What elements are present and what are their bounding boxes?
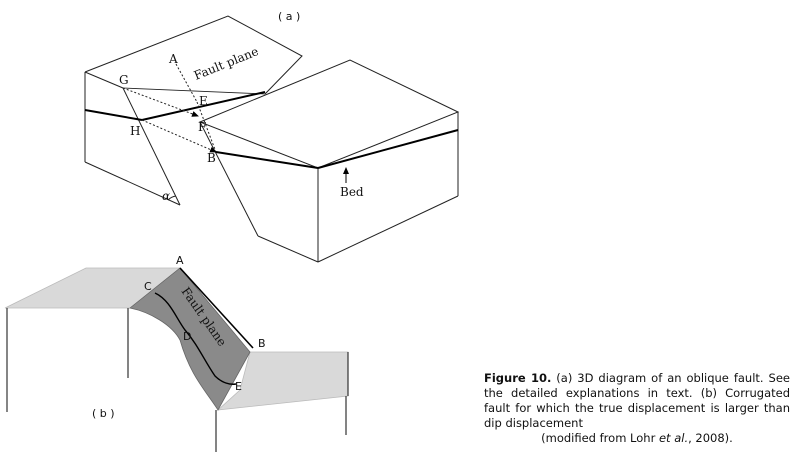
footwall-block [84,15,303,206]
caption-label: Figure 10. [484,371,552,385]
fault-trace-corrugated [154,292,237,385]
fault-plane-surface [129,267,251,411]
bed-label: Bed [340,185,364,199]
point-b-a-label: A [176,254,184,267]
point-h-label: H [130,124,140,138]
caption-text: (a) 3D diagram of an oblique fault. See … [484,371,790,430]
bed-line [84,91,459,169]
point-f-label: F [198,120,206,134]
panel-a-label: ( a ) [278,10,300,23]
point-b-b-label: B [258,337,266,350]
caption-source-b: , 2008). [688,431,733,445]
fault-plane-label-a: Fault plane [192,44,261,83]
platform-legs [6,308,349,452]
figure-caption: Figure 10. (a) 3D diagram of an oblique … [484,371,790,446]
point-b-label: B [207,151,216,165]
fault-trace-upper [179,267,254,349]
panel-a-diagram [84,15,460,263]
caption-source: (modified from Lohr et al., 2008). [484,431,790,446]
point-b-e-label: E [235,380,242,393]
point-b-d-label: D [183,330,191,343]
caption-etal: et al. [658,431,689,445]
alpha-arc [167,195,177,201]
point-e-label: E [199,94,208,108]
panel-b-label: ( b ) [92,407,115,420]
hangingwall-block [198,59,460,263]
alpha-label: α [162,189,170,203]
point-a-label: A [168,52,178,66]
displacement-lines [122,63,217,153]
right-platform [216,351,349,411]
panel-b-diagram [4,267,349,452]
point-b-c-label: C [144,280,152,293]
point-g-label: G [119,73,129,87]
caption-source-a: (modified from Lohr [541,431,659,445]
